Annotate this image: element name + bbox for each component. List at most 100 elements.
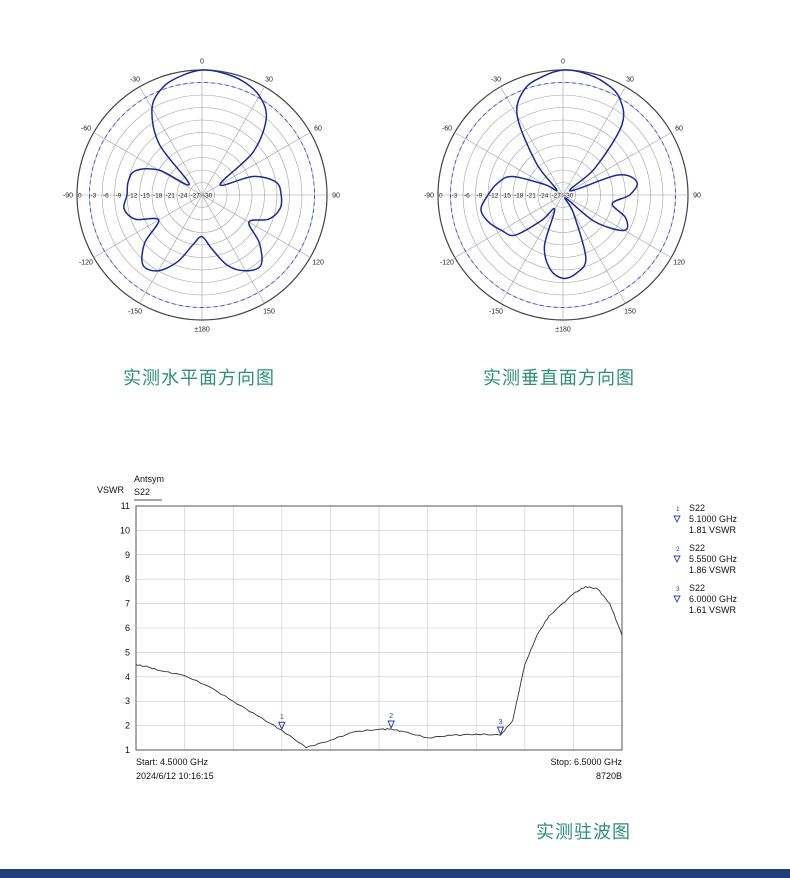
- angle-tick-label: -60: [442, 126, 452, 133]
- legend-frequency: 6.0000 GHz: [689, 594, 738, 604]
- legend-marker-number: 2: [676, 546, 680, 553]
- chart-title: Antsym: [134, 474, 164, 484]
- radial-tick-label: 0: [78, 193, 82, 200]
- legend-marker-triangle: [673, 555, 681, 564]
- y-tick-label: 1: [125, 745, 130, 755]
- angle-tick-label: 150: [263, 309, 275, 316]
- angle-tick-label: 30: [626, 76, 634, 83]
- legend-trace-name: S22: [689, 543, 705, 553]
- radial-tick-label: -15: [502, 193, 512, 200]
- angle-tick-label: -150: [489, 309, 503, 316]
- vertical-pattern-chart: 030-3060-6090-90120-120150-150±1800-3-6-…: [424, 59, 701, 334]
- angle-tick-label: 60: [675, 126, 683, 133]
- polar-spoke: [500, 86, 626, 304]
- legend-vswr-value: 1.61 VSWR: [689, 605, 737, 615]
- trace-label: S22: [134, 487, 150, 497]
- legend-trace-name: S22: [689, 503, 705, 513]
- y-tick-label: 2: [125, 721, 130, 731]
- angle-tick-label: 60: [314, 126, 322, 133]
- radial-tick-label: -9: [116, 193, 122, 200]
- radial-tick-label: -3: [91, 193, 97, 200]
- y-tick-label: 9: [125, 550, 130, 560]
- angle-tick-label: -90: [63, 193, 73, 200]
- angle-tick-label: 0: [561, 59, 565, 66]
- y-tick-label: 7: [125, 599, 130, 609]
- marker-number: 2: [389, 713, 393, 720]
- legend-marker-triangle: [673, 515, 681, 524]
- y-tick-label: 5: [125, 647, 130, 657]
- y-tick-label: 3: [125, 696, 130, 706]
- radiation-pattern-curve: [480, 69, 639, 280]
- plot-frame: [135, 505, 623, 751]
- reference-circle: [450, 82, 676, 308]
- radial-tick-label: -30: [564, 193, 574, 200]
- angle-tick-label: 120: [312, 260, 324, 267]
- y-tick-label: 4: [125, 672, 130, 682]
- angle-tick-label: 90: [332, 193, 340, 200]
- y-tick-label: 6: [125, 623, 130, 633]
- timestamp-label: 2024/6/12 10:16:15: [136, 771, 214, 781]
- reference-circle: [89, 82, 315, 308]
- polar-spoke: [139, 86, 265, 304]
- marker-number: 1: [280, 714, 284, 721]
- angle-tick-label: -60: [81, 126, 91, 133]
- bottom-bar: [0, 869, 790, 878]
- radial-tick-label: -6: [103, 193, 109, 200]
- legend-vswr-value: 1.86 VSWR: [689, 565, 737, 575]
- radial-tick-label: -18: [153, 193, 163, 200]
- legend-marker-number: 3: [676, 586, 680, 593]
- start-frequency-label: Start: 4.5000 GHz: [136, 757, 209, 767]
- radial-tick-label: -12: [489, 193, 499, 200]
- radial-tick-label: -30: [203, 193, 213, 200]
- radial-tick-label: -15: [141, 193, 151, 200]
- radial-tick-label: -24: [178, 193, 188, 200]
- angle-tick-label: -150: [128, 309, 142, 316]
- radial-tick-label: -27: [552, 193, 562, 200]
- angle-tick-label: 120: [673, 260, 685, 267]
- radial-tick-label: -21: [527, 193, 537, 200]
- angle-tick-label: ±180: [194, 327, 210, 334]
- radial-tick-label: -6: [464, 193, 470, 200]
- angle-tick-label: -90: [424, 193, 434, 200]
- y-tick-label: 8: [125, 574, 130, 584]
- radial-tick-label: -12: [128, 193, 138, 200]
- radial-tick-label: -24: [539, 193, 549, 200]
- horizontal-pattern-chart: 030-3060-6090-90120-120150-150±1800-3-6-…: [63, 59, 340, 334]
- marker-triangle: [496, 726, 505, 736]
- legend-trace-name: S22: [689, 583, 705, 593]
- legend-vswr-value: 1.81 VSWR: [689, 525, 737, 535]
- y-tick-label: 11: [121, 501, 130, 511]
- angle-tick-label: 30: [265, 76, 273, 83]
- instrument-label: 8720B: [596, 771, 622, 781]
- marker-number: 3: [499, 719, 503, 726]
- vertical-pattern-caption: 实测垂直面方向图: [483, 368, 635, 389]
- legend-marker-triangle: [673, 595, 681, 604]
- radial-tick-label: -21: [166, 193, 176, 200]
- vswr-caption: 实测驻波图: [536, 822, 631, 843]
- horizontal-pattern-caption: 实测水平面方向图: [123, 368, 275, 389]
- radial-tick-label: 0: [439, 193, 443, 200]
- angle-tick-label: -120: [79, 260, 93, 267]
- radiation-pattern-curve: [122, 69, 283, 272]
- angle-tick-label: -30: [130, 76, 140, 83]
- angle-tick-label: ±180: [555, 327, 571, 334]
- angle-tick-label: -30: [491, 76, 501, 83]
- marker-triangle: [278, 721, 286, 731]
- radial-tick-label: -3: [452, 193, 458, 200]
- angle-tick-label: 90: [693, 193, 701, 200]
- angle-tick-label: 150: [624, 309, 636, 316]
- angle-tick-label: -120: [440, 260, 454, 267]
- legend-marker-number: 1: [676, 506, 680, 513]
- angle-tick-label: 0: [200, 59, 204, 66]
- radial-tick-label: -27: [191, 193, 201, 200]
- legend-frequency: 5.1000 GHz: [689, 514, 738, 524]
- legend-frequency: 5.5500 GHz: [689, 554, 738, 564]
- radial-tick-label: -18: [514, 193, 524, 200]
- y-tick-label: 10: [120, 525, 130, 535]
- y-axis-label: VSWR: [97, 485, 125, 495]
- radial-tick-label: -9: [477, 193, 483, 200]
- stop-frequency-label: Stop: 6.5000 GHz: [550, 757, 622, 767]
- vswr-trace: [135, 585, 623, 749]
- marker-triangle: [387, 720, 395, 730]
